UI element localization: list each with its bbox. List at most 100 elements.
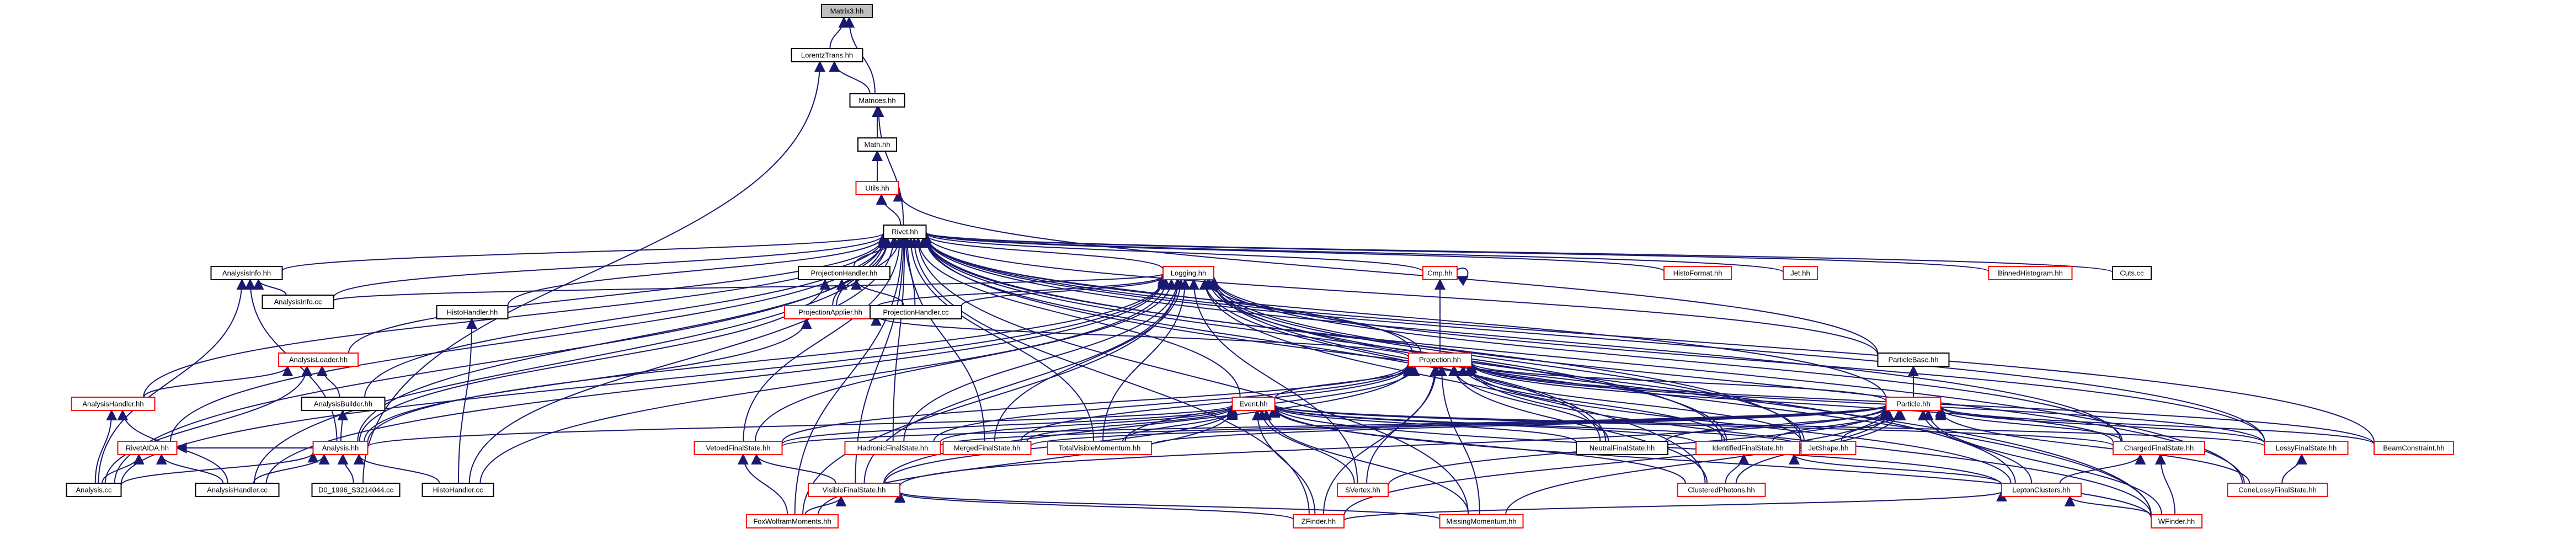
node-neutralfs[interactable]: NeutralFinalState.hh: [1576, 441, 1668, 455]
node-box: [857, 137, 897, 152]
node-foxwolfram[interactable]: FoxWolframMoments.hh: [746, 514, 839, 528]
node-jetshape[interactable]: JetShape.hh: [1800, 441, 1857, 455]
node-box: [1695, 441, 1800, 455]
node-d0[interactable]: D0_1996_S3214044.cc: [311, 483, 401, 497]
node-projectionhandler[interactable]: ProjectionHandler.hh: [798, 266, 890, 280]
node-math[interactable]: Math.hh: [857, 137, 897, 152]
edge-visiblefs-to-projection: [883, 365, 1416, 484]
node-event[interactable]: Event.hh: [1231, 397, 1276, 411]
node-analysishh[interactable]: Analysis.hh: [312, 441, 369, 455]
node-chargedfs[interactable]: ChargedFinalState.hh: [2113, 441, 2205, 455]
node-cmp[interactable]: Cmp.hh: [1422, 266, 1458, 280]
node-analysisloader[interactable]: AnalysisLoader.hh: [278, 353, 359, 367]
edge-analysisbuilder-to-analysisloader: [316, 365, 340, 398]
node-lossyfs[interactable]: LossyFinalState.hh: [2264, 441, 2349, 455]
edge-leptonclusters-to-particle: [1917, 409, 2033, 484]
node-box: [1408, 353, 1472, 367]
node-svertex[interactable]: SVertex.hh: [1337, 483, 1389, 497]
node-box: [1231, 397, 1276, 411]
node-beamconstraint[interactable]: BeamConstraint.hh: [2374, 441, 2454, 455]
node-box: [311, 483, 401, 497]
node-label: Cmp.hh: [1427, 269, 1453, 277]
node-vetoedfs[interactable]: VetoedFinalState.hh: [694, 441, 783, 455]
edge-neutralfs-to-event: [1269, 405, 1577, 443]
node-label: SVertex.hh: [1345, 486, 1380, 494]
node-label: AnalysisHandler.hh: [82, 400, 143, 408]
node-label: ChargedFinalState.hh: [2124, 444, 2194, 452]
edge-chargedfs-to-event: [1270, 403, 2114, 446]
edge-cmp-to-cmp: [1456, 268, 1469, 286]
node-label: AnalysisBuilder.hh: [314, 400, 372, 408]
node-analysishandlerhh[interactable]: AnalysisHandler.hh: [71, 397, 156, 411]
node-histoformat[interactable]: HistoFormat.hh: [1663, 266, 1732, 280]
node-identifiedfs[interactable]: IdentifiedFinalState.hh: [1695, 441, 1800, 455]
node-box: [2001, 483, 2082, 497]
node-particle[interactable]: Particle.hh: [1885, 397, 1942, 411]
node-rivetaida[interactable]: RivetAIDA.hh: [117, 441, 178, 455]
node-projection[interactable]: Projection.hh: [1408, 353, 1472, 367]
node-box: [422, 483, 494, 497]
node-analysisinfocc[interactable]: AnalysisInfo.cc: [262, 295, 334, 309]
node-label: Particle.hh: [1896, 400, 1930, 408]
node-matrices[interactable]: Matrices.hh: [849, 93, 905, 108]
node-label: Projection.hh: [1419, 356, 1461, 364]
edge-vetoedfs-to-event: [781, 404, 1238, 445]
node-label: Math.hh: [865, 141, 890, 149]
edge-histohandler-to-rivet: [507, 234, 889, 306]
edge-wfinder-to-particle: [1922, 409, 2163, 515]
edge-vetoedfs-to-particle: [781, 403, 1891, 447]
node-hadronicfs[interactable]: HadronicFinalState.hh: [844, 441, 941, 455]
node-box: [784, 305, 877, 319]
node-histohandlercc[interactable]: HistoHandler.cc: [422, 483, 494, 497]
edge-neutralfs-to-particle: [1665, 407, 1892, 442]
node-analysisbuilder[interactable]: AnalysisBuilder.hh: [301, 397, 386, 411]
node-wfinder[interactable]: WFinder.hh: [2151, 514, 2202, 528]
node-box: [117, 441, 178, 455]
edge-analysiscc-to-analysisinfo: [98, 279, 248, 484]
node-matrix3[interactable]: Matrix3.hh: [821, 4, 873, 18]
node-analysishandlercc[interactable]: AnalysisHandler.cc: [195, 483, 280, 497]
edge-particle-to-projection: [1466, 361, 1887, 402]
node-box: [883, 225, 927, 239]
node-projectionapplier[interactable]: ProjectionApplier.hh: [784, 305, 877, 319]
edge-foxwolfram-to-logging: [802, 279, 1183, 515]
node-box: [870, 305, 962, 319]
edge-chargedfs-to-rivet: [920, 234, 2121, 442]
node-label: AnalysisInfo.hh: [222, 269, 271, 277]
node-box: [1047, 441, 1152, 455]
node-jet[interactable]: Jet.hh: [1783, 266, 1818, 280]
edge-analysishh-to-projectionapplier: [364, 318, 812, 442]
node-mergedfs[interactable]: MergedFinalState.hh: [942, 441, 1032, 455]
node-particlebase[interactable]: ParticleBase.hh: [1877, 353, 1950, 367]
node-lorentz[interactable]: LorentzTrans.hh: [791, 48, 863, 62]
edge-wfinder-to-logging: [1208, 278, 2152, 515]
node-utils[interactable]: Utils.hh: [855, 181, 899, 195]
edge-lorentz-to-matrix3: [829, 17, 850, 49]
edge-clusteredphotons-to-identifiedfs: [1725, 453, 1750, 484]
node-logging[interactable]: Logging.hh: [1162, 266, 1214, 280]
edge-zfinder-to-visiblefs: [894, 492, 1294, 520]
node-clusteredphotons[interactable]: ClusteredPhotons.hh: [1677, 483, 1766, 497]
node-rivet[interactable]: Rivet.hh: [883, 225, 927, 239]
edge-beamconstraint-to-particle: [1935, 405, 2375, 445]
node-visiblefs[interactable]: VisibleFinalState.hh: [808, 483, 900, 497]
node-analysiscc[interactable]: Analysis.cc: [66, 483, 122, 497]
edge-conelossyfs-to-lossyfs: [2281, 453, 2307, 484]
node-leptonclusters[interactable]: LeptonClusters.hh: [2001, 483, 2082, 497]
edge-zfinder-to-projection: [1323, 365, 1441, 515]
node-cuts[interactable]: Cuts.cc: [2112, 266, 2152, 280]
node-box: [66, 483, 122, 497]
edge-mergedfs-to-particle: [1030, 404, 1891, 447]
edge-svertex-to-logging: [1188, 279, 1358, 484]
node-totalvisible[interactable]: TotalVisibleMomentum.hh: [1047, 441, 1152, 455]
node-missingmomentum[interactable]: MissingMomentum.hh: [1439, 514, 1524, 528]
node-projectionhandlercc[interactable]: ProjectionHandler.cc: [870, 305, 962, 319]
node-zfinder[interactable]: ZFinder.hh: [1293, 514, 1345, 528]
node-box: [1783, 266, 1818, 280]
node-binnedhisto[interactable]: BinnedHistogram.hh: [1988, 266, 2073, 280]
node-analysisinfo[interactable]: AnalysisInfo.hh: [210, 266, 283, 280]
node-box: [1663, 266, 1732, 280]
node-conelossyfs[interactable]: ConeLossyFinalState.hh: [2227, 483, 2328, 497]
edge-d0-to-analysishh: [337, 453, 354, 484]
node-histohandler[interactable]: HistoHandler.hh: [436, 305, 509, 319]
